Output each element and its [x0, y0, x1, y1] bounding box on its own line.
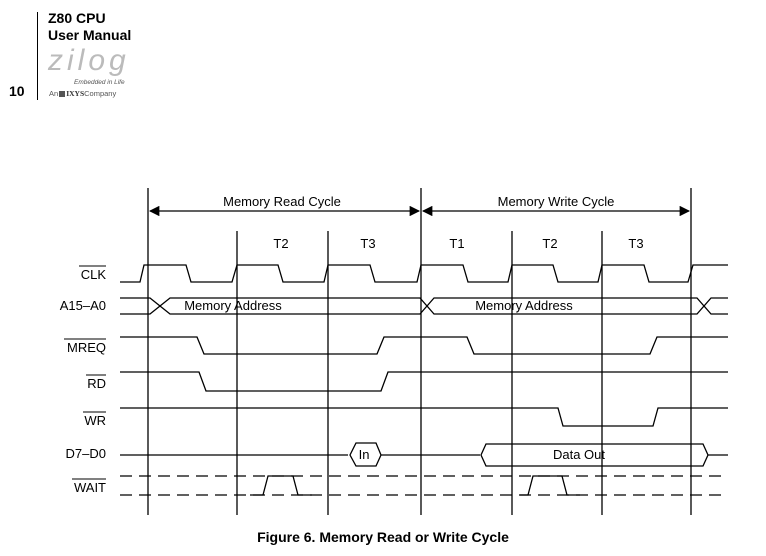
signal-label-clk: CLK — [81, 267, 107, 282]
figure-caption: Figure 6. Memory Read or Write Cycle — [257, 529, 509, 545]
header-divider — [37, 12, 38, 100]
signal-label-mreq: MREQ — [67, 340, 106, 355]
read-cycle-label: Memory Read Cycle — [223, 194, 341, 209]
wait-pulse-write — [520, 475, 580, 496]
data-bus-waveform — [120, 442, 728, 467]
signal-label-wr: WR — [84, 413, 106, 428]
company-name: IXYS — [66, 89, 85, 98]
signal-label-address: A15–A0 — [60, 298, 106, 313]
write-cycle-label: Memory Write Cycle — [498, 194, 615, 209]
wait-pulse-read — [250, 475, 312, 496]
signal-label-wait: WAIT — [74, 480, 106, 495]
state-label: T3 — [360, 236, 375, 251]
data-out-label: Data Out — [553, 447, 605, 462]
company-suffix: Company — [84, 89, 117, 98]
wr-waveform — [120, 407, 728, 427]
ixys-square-icon — [59, 91, 66, 97]
signal-label-rd: RD — [87, 376, 106, 391]
company-line: An IXYSCompany — [49, 89, 116, 98]
rd-waveform — [120, 371, 728, 392]
state-label: T2 — [273, 236, 288, 251]
data-in-label: In — [359, 447, 370, 462]
address-write-label: Memory Address — [475, 298, 573, 313]
address-bus-waveform — [120, 297, 728, 315]
zilog-logo: zilog — [48, 44, 130, 77]
signal-label-data: D7–D0 — [66, 446, 106, 461]
state-label: T3 — [628, 236, 643, 251]
clk-waveform — [120, 264, 728, 283]
logo-tagline: Embedded in Life — [74, 79, 125, 86]
manual-title: Z80 CPU — [48, 10, 106, 26]
page-number: 10 — [9, 83, 25, 99]
state-label: T2 — [542, 236, 557, 251]
company-prefix: An — [49, 89, 59, 98]
address-read-label: Memory Address — [184, 298, 282, 313]
mreq-waveform — [120, 336, 728, 355]
manual-subtitle: User Manual — [48, 27, 132, 43]
state-label: T1 — [449, 236, 464, 251]
